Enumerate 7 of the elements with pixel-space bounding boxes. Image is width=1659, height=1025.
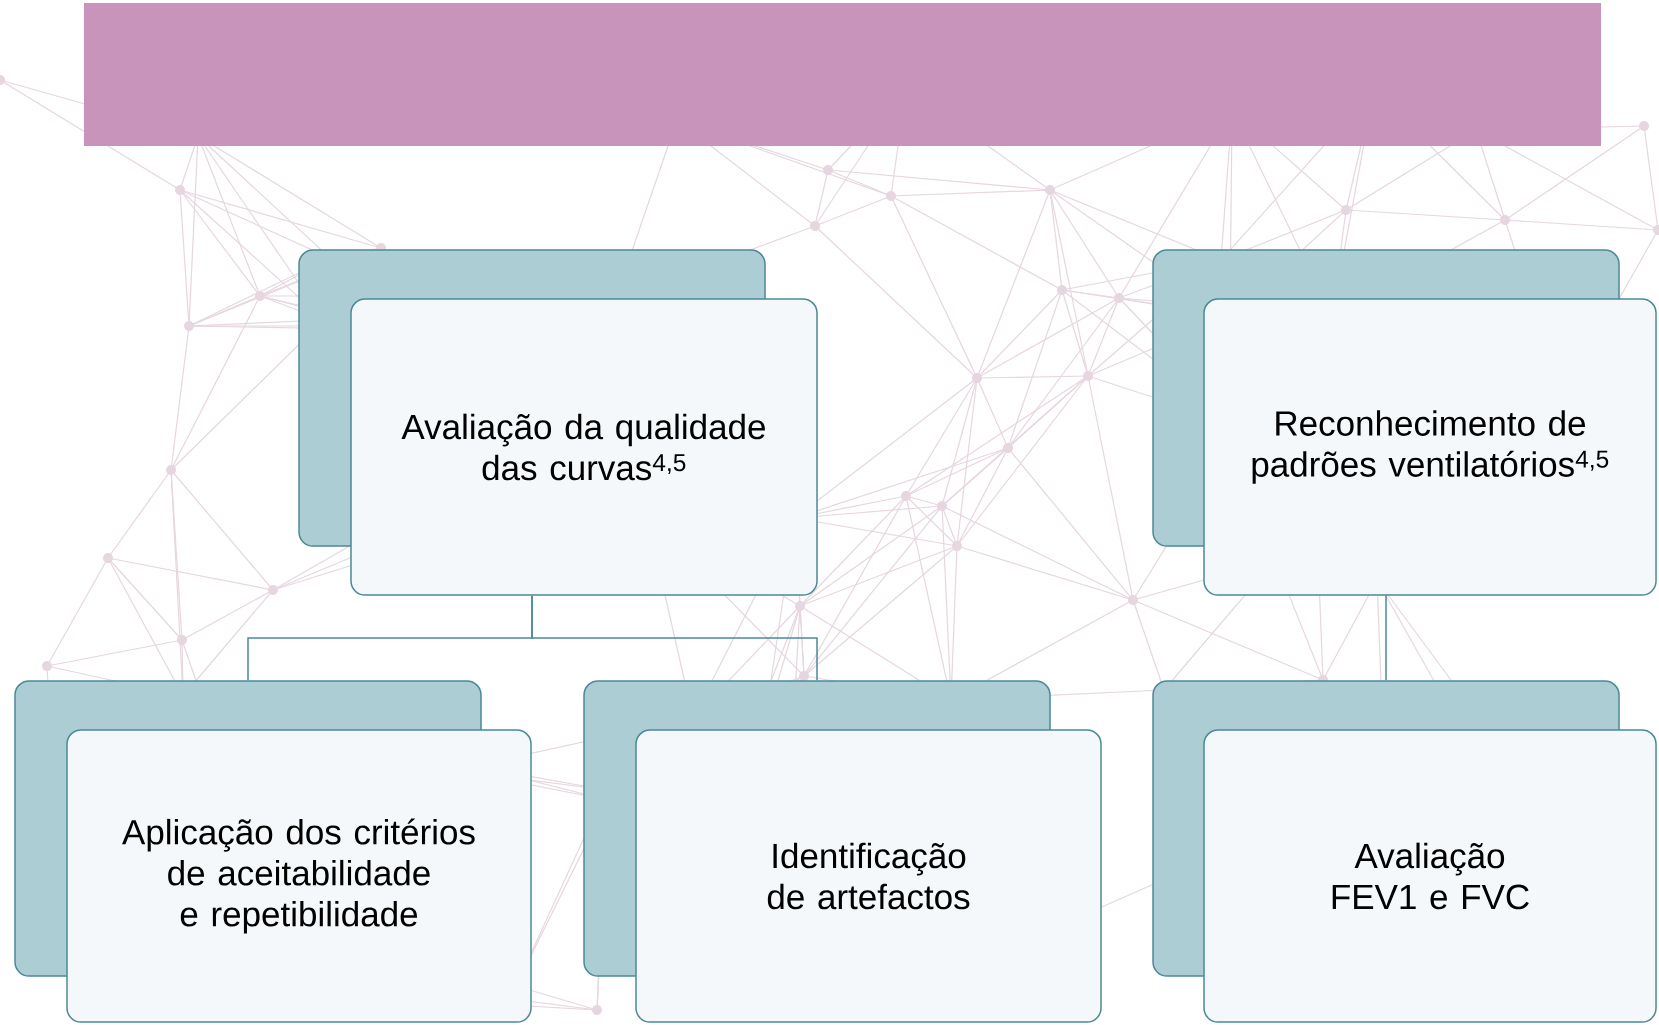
process-box: Avaliação da qualidade das curvas$^{4,5}$ [298,249,818,596]
process-box: Identificação de artefactos [583,680,1102,1023]
connector-line [531,595,818,681]
process-box: Reconhecimento de padrões ventilatórios$^{4,5}$ [1152,249,1657,596]
process-box: Aplicação dos critérios de aceitabilidade e repetibilidade [14,680,532,1023]
connector-line [1385,595,1387,681]
process-box: Avaliação FEV1 e FVC [1152,680,1657,1023]
